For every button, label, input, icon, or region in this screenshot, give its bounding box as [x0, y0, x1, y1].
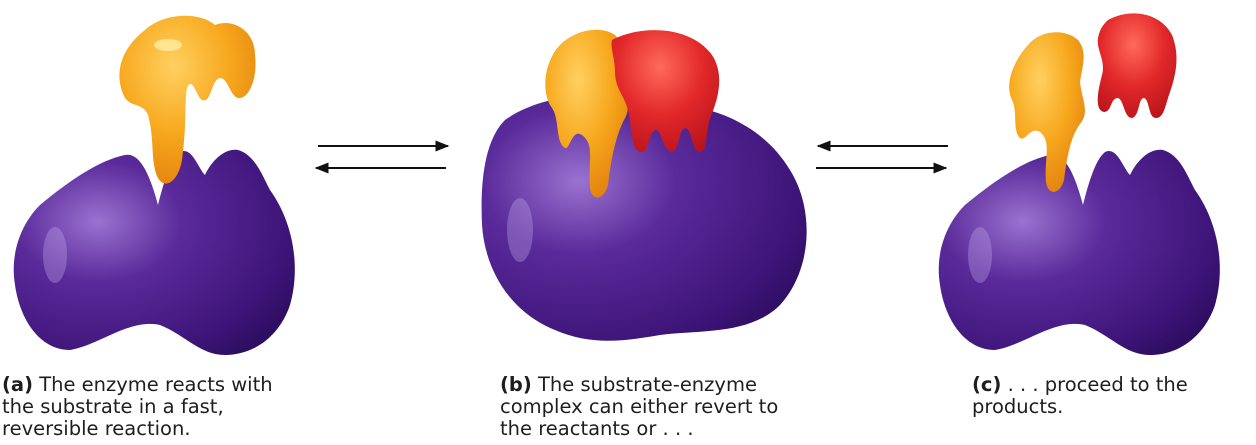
equilibrium-arrows-right — [816, 146, 948, 168]
caption-b-tag: (b) — [500, 373, 532, 396]
panel-a-illustration — [14, 16, 295, 355]
caption-c-tag: (c) — [972, 373, 1001, 396]
panel-c-illustration — [939, 13, 1220, 355]
panel-b-illustration — [482, 30, 807, 341]
equilibrium-arrows-left — [316, 146, 448, 168]
caption-c-text: . . . proceed to the products. — [972, 373, 1188, 418]
caption-a-tag: (a) — [2, 373, 33, 396]
product-c-red — [1098, 13, 1177, 118]
caption-c: (c) . . . proceed to the products. — [972, 374, 1256, 418]
caption-b: (b) The substrate-enzyme complex can eit… — [500, 374, 790, 440]
caption-a-text: The enzyme reacts with the substrate in … — [2, 373, 273, 440]
caption-b-text: The substrate-enzyme complex can either … — [500, 373, 778, 440]
caption-a: (a) The enzyme reacts with the substrate… — [2, 374, 302, 440]
